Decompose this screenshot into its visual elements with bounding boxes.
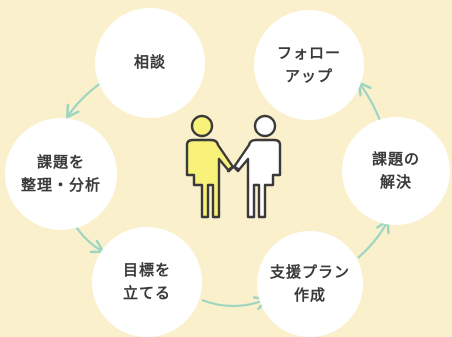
arrow-consultation-to-analysis [65, 81, 103, 119]
step-follow-up: フォロー アップ [254, 10, 364, 120]
step-support-plan: 支援プラン 作成 [257, 231, 363, 337]
arrow-plan-to-solution [357, 219, 390, 259]
arrow-analysis-to-goal [73, 223, 105, 254]
step-analysis: 課題を 整理・分析 [5, 118, 117, 230]
step-consultation: 相談 [95, 8, 205, 118]
arrow-goal-to-plan [201, 296, 268, 311]
step-solution: 課題の 解決 [342, 117, 450, 225]
step-goal: 目標を 立てる [92, 227, 202, 337]
handshake-people-illustration [185, 114, 282, 219]
